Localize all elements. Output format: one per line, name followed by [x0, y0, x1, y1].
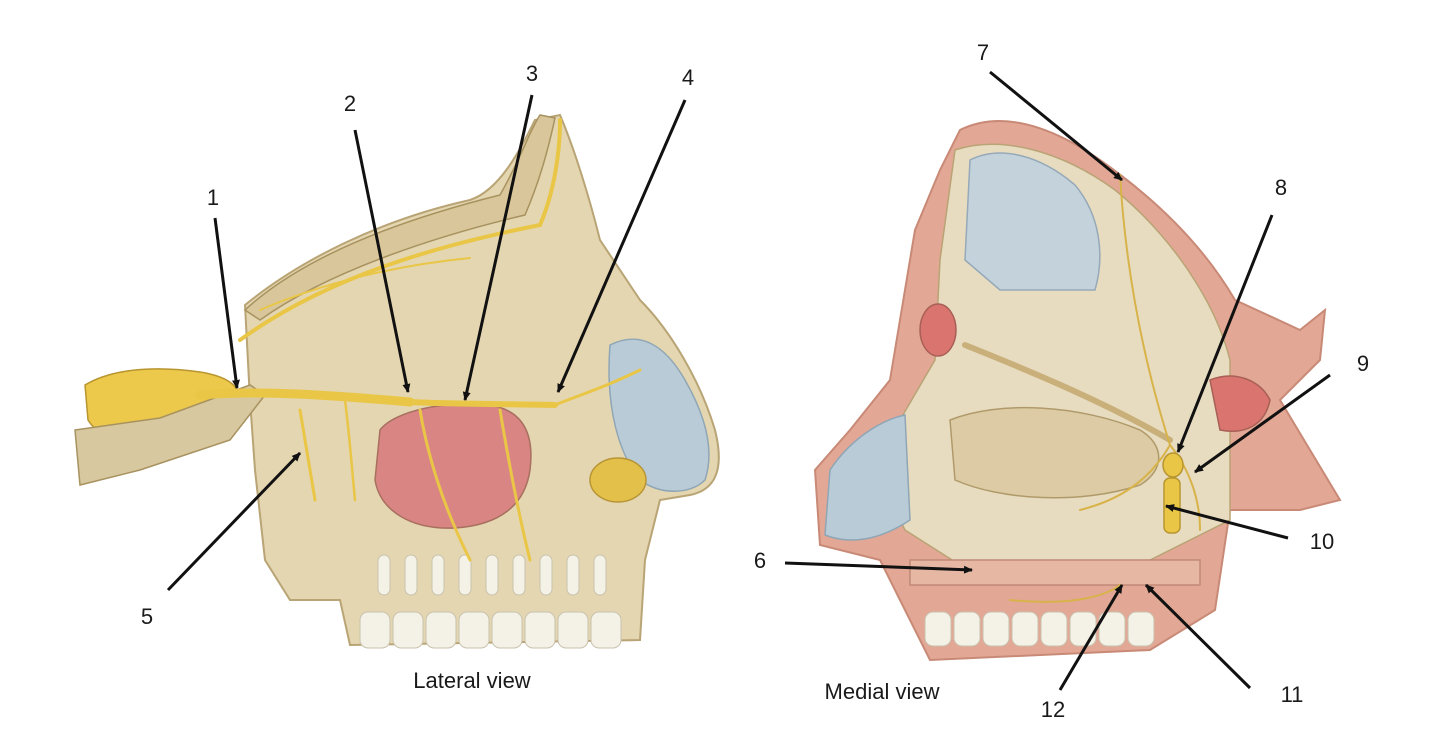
medial-nasal-cartilage [824, 414, 911, 541]
medial-view-illustration [813, 120, 1342, 662]
leader-6 [784, 561, 973, 574]
label-10: 10 [1309, 529, 1335, 554]
caption-lateral-view: Lateral view [413, 668, 531, 693]
label-2: 2 [343, 91, 357, 116]
leader-3 [462, 94, 534, 401]
lateral-cranial-roof [243, 114, 556, 321]
label-5: 5 [140, 604, 154, 629]
maxillary-sinus [374, 402, 532, 529]
pterygopalatine-ganglion [1162, 452, 1184, 478]
petrous-bone [74, 384, 267, 486]
medial-teeth [924, 611, 1155, 647]
hard-palate [909, 559, 1201, 586]
leader-lines [166, 70, 1331, 691]
leader-7 [989, 70, 1123, 182]
leader-11 [1144, 583, 1252, 690]
label-3: 3 [525, 61, 539, 86]
medial-frontal-bone-sinus [919, 303, 957, 357]
nasal-cartilage [608, 338, 710, 492]
leader-1 [213, 217, 240, 389]
lateral-view-illustration [74, 113, 720, 649]
caption-medial-view: Medial view [824, 679, 940, 704]
leader-12 [1058, 584, 1124, 691]
label-6: 6 [753, 548, 767, 573]
leader-10 [1165, 504, 1289, 540]
leader-8 [1176, 214, 1274, 453]
medial-nerves [962, 174, 1201, 603]
nasal-ala [589, 457, 647, 503]
label-1: 1 [206, 185, 220, 210]
lateral-tooth-roots [377, 554, 607, 596]
label-8: 8 [1274, 175, 1288, 200]
leader-5 [166, 451, 302, 592]
lateral-nerves [195, 118, 642, 562]
label-4: 4 [681, 65, 695, 90]
label-9: 9 [1356, 351, 1370, 376]
leader-2 [353, 129, 411, 393]
medial-sphenoid-sinus [1209, 375, 1271, 432]
lateral-upper-teeth [359, 611, 622, 649]
leader-9 [1194, 373, 1331, 474]
label-11: 11 [1280, 682, 1304, 707]
label-12: 12 [1040, 697, 1066, 722]
leader-4 [556, 99, 687, 393]
nasal-turbinate [949, 406, 1160, 499]
medial-frontal-sinus [964, 152, 1101, 291]
label-7: 7 [976, 40, 990, 65]
